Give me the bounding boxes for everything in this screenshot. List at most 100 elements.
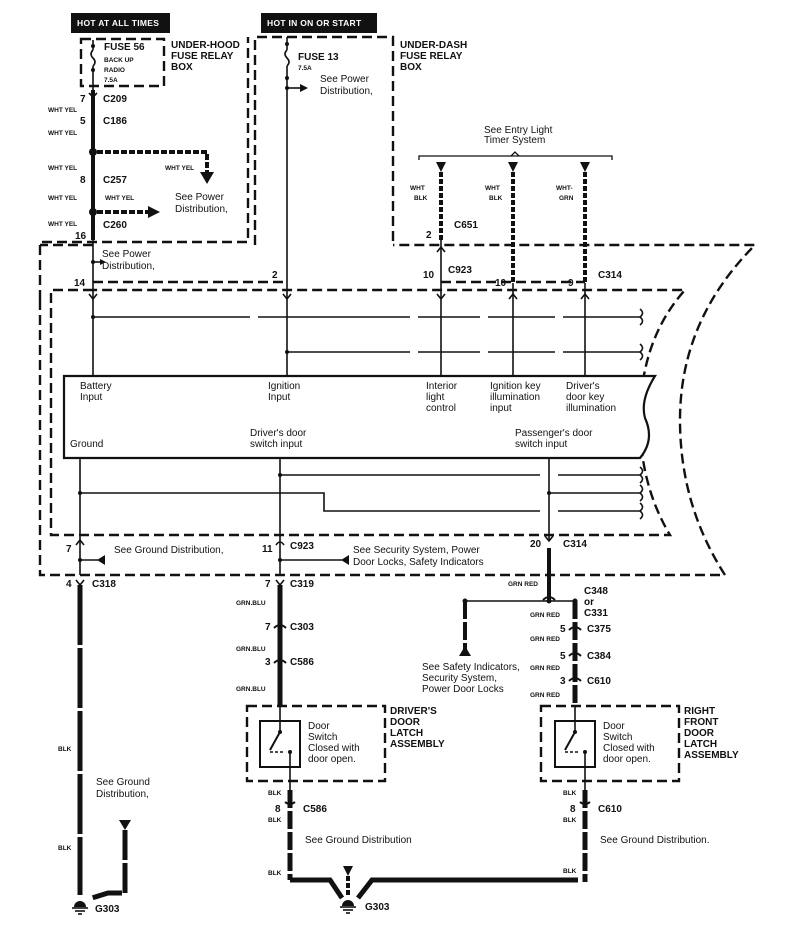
svg-text:11: 11 [262,544,273,555]
svg-text:C303: C303 [290,622,314,633]
hot-in-on-or-start-header: HOT IN ON OR START [261,13,377,33]
svg-text:See Entry Light: See Entry Light [484,125,553,136]
svg-text:WHT: WHT [485,185,500,192]
svg-text:C314: C314 [598,270,622,281]
svg-text:C314: C314 [563,539,587,550]
svg-text:Door: Door [603,721,625,732]
ground-g303-center: G303 [340,900,390,914]
svg-text:Driver's: Driver's [566,381,600,392]
svg-text:or: or [584,597,594,608]
svg-text:C384: C384 [587,651,611,662]
svg-text:HOT IN ON OR START: HOT IN ON OR START [267,18,362,28]
svg-text:WHT YEL: WHT YEL [48,130,77,137]
svg-text:C375: C375 [587,624,611,635]
svg-text:door open.: door open. [308,754,356,765]
svg-text:BLK: BLK [489,195,503,202]
svg-text:RIGHT: RIGHT [684,706,715,717]
svg-text:GRN RED: GRN RED [530,612,560,619]
svg-text:See Ground Distribution.: See Ground Distribution. [600,835,710,846]
svg-text:See Ground: See Ground [96,777,150,788]
svg-text:C586: C586 [290,657,314,668]
svg-text:C319: C319 [290,579,314,590]
svg-text:HOT AT ALL TIMES: HOT AT ALL TIMES [77,18,159,28]
svg-text:C318: C318 [92,579,116,590]
svg-text:Passenger's door: Passenger's door [515,428,593,439]
svg-text:C651: C651 [454,220,478,231]
svg-text:illumination: illumination [490,392,540,403]
svg-text:3: 3 [265,657,271,668]
svg-text:Ignition: Ignition [268,381,300,392]
svg-text:BLK: BLK [414,195,428,202]
driver-door-latch-assembly: Door Switch Closed with door open. DRIVE… [245,704,445,790]
svg-text:ASSEMBLY: ASSEMBLY [684,750,739,761]
svg-text:light: light [426,392,445,403]
svg-text:G303: G303 [365,902,390,913]
svg-text:7: 7 [80,94,86,105]
svg-text:C610: C610 [598,804,622,815]
svg-text:5: 5 [560,624,566,635]
svg-text:BLK: BLK [268,817,282,824]
under-dash-fuse-box: FUSE 13 7.5A See Power Distribution, UND… [253,35,467,245]
svg-text:BLK: BLK [563,790,577,797]
module-input-wires [88,240,644,378]
svg-text:WHT: WHT [410,185,425,192]
hot-at-all-times-header: HOT AT ALL TIMES [71,13,170,33]
svg-text:WHT-: WHT- [556,185,573,192]
svg-text:7.5A: 7.5A [104,77,118,84]
under-hood-box-outline [38,37,250,300]
svg-text:See Power: See Power [320,74,370,85]
svg-text:8: 8 [570,804,576,815]
svg-text:2: 2 [426,230,432,241]
svg-text:RADIO: RADIO [104,67,125,74]
svg-text:Power Door Locks: Power Door Locks [422,684,504,695]
driver-door-wire: 7 C319 GRN.BLU 7 C303 GRN.BLU 3 C586 GRN… [236,579,314,705]
svg-text:Driver's door: Driver's door [250,428,307,439]
svg-text:GRN.BLU: GRN.BLU [236,686,266,693]
svg-text:FUSE 56: FUSE 56 [104,42,145,53]
under-hood-fuse-box: FUSE 56 BACK UP RADIO 7.5A UNDER-HOOD FU… [79,37,240,88]
svg-text:LATCH: LATCH [390,728,423,739]
svg-text:GRN RED: GRN RED [530,665,560,672]
module-body: Battery Input Ignition Input Interior li… [62,374,657,460]
svg-text:C209: C209 [103,94,127,105]
svg-text:G303: G303 [95,904,120,915]
svg-text:Door: Door [308,721,330,732]
svg-text:Ground: Ground [70,439,103,450]
fuse-56-icon [90,40,96,90]
svg-text:WHT YEL: WHT YEL [165,165,194,172]
svg-text:C923: C923 [290,541,314,552]
svg-text:UNDER-DASH: UNDER-DASH [400,40,467,51]
svg-text:Switch: Switch [308,732,337,743]
svg-text:Switch: Switch [603,732,632,743]
svg-text:WHT YEL: WHT YEL [48,107,77,114]
svg-text:WHT YEL: WHT YEL [48,195,77,202]
svg-text:10: 10 [423,270,435,281]
svg-text:8: 8 [275,804,281,815]
svg-text:Distribution,: Distribution, [96,789,149,800]
svg-text:Door Locks, Safety Indicators: Door Locks, Safety Indicators [353,557,484,568]
svg-text:DOOR: DOOR [684,728,715,739]
svg-text:Distribution,: Distribution, [320,86,373,97]
svg-text:16: 16 [75,231,87,242]
svg-text:BLK: BLK [563,868,577,875]
svg-text:Security System,: Security System, [422,673,497,684]
right-front-door-latch-assembly: Door Switch Closed with door open. RIGHT… [539,704,739,790]
svg-text:BLK: BLK [58,746,72,753]
svg-text:7: 7 [66,544,72,555]
svg-text:C257: C257 [103,175,127,186]
svg-text:C923: C923 [448,265,472,276]
svg-text:C610: C610 [587,676,611,687]
svg-text:BLK: BLK [268,790,282,797]
svg-text:C586: C586 [303,804,327,815]
svg-text:switch input: switch input [515,439,567,450]
svg-text:7.5A: 7.5A [298,65,312,72]
svg-text:7: 7 [265,622,271,633]
svg-text:Distribution,: Distribution, [175,204,228,215]
svg-text:8: 8 [80,175,86,186]
svg-text:10: 10 [495,278,507,289]
passenger-door-wire: GRN RED See Safety Indicators, Security … [422,548,611,705]
svg-text:Distribution,: Distribution, [102,261,155,272]
svg-text:WHT YEL: WHT YEL [105,195,134,202]
svg-text:DOOR: DOOR [390,717,421,728]
